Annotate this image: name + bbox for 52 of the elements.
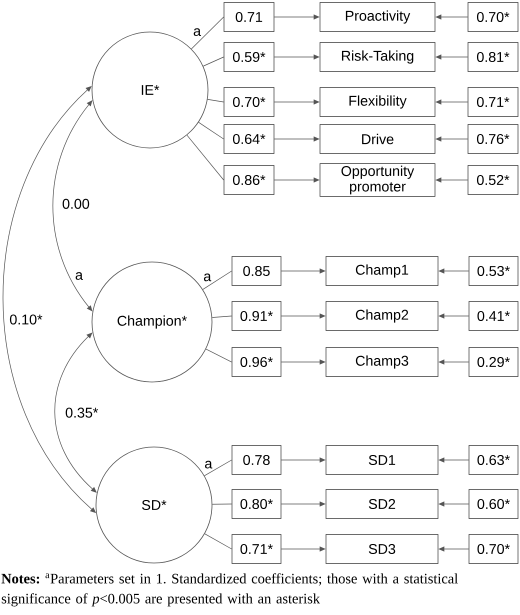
error-box: 0.71*: [468, 87, 518, 117]
path-line: [206, 348, 232, 362]
edge-label: 0.35*: [66, 408, 98, 418]
loading-box: 0.71*: [232, 534, 282, 564]
error-box: 0.41*: [468, 301, 518, 331]
note-mark: a: [76, 272, 83, 280]
loading-box: 0.59*: [224, 42, 274, 72]
error-box: 0.70*: [468, 2, 518, 32]
loading-box: 0.91*: [232, 301, 282, 331]
indicator-box: Champ2: [326, 301, 438, 331]
path-line: [204, 460, 232, 476]
indicator-box: Risk-Taking: [320, 42, 436, 72]
path-line: [212, 504, 232, 505]
path-line: [186, 134, 224, 180]
edge-label: a: [204, 274, 212, 282]
path-line: [212, 316, 232, 318]
loading-box: 0.80*: [232, 489, 282, 519]
edge-label: a: [205, 460, 212, 469]
loading-box: 0.70*: [224, 87, 274, 117]
path-line: [198, 122, 224, 140]
edge-label: 0.10*: [10, 314, 42, 325]
error-box: 0.63*: [468, 445, 518, 475]
indicator-box: Proactivity: [320, 2, 436, 32]
correlation-arrow: [54, 332, 97, 493]
loading-box: 0.71: [224, 2, 274, 32]
indicator-box: SD1: [326, 445, 438, 475]
error-box: 0.29*: [468, 347, 518, 377]
loading-box: 0.86*: [224, 165, 274, 195]
error-box: 0.81*: [468, 42, 518, 72]
indicator-box: Flexibility: [320, 87, 436, 117]
path-line: [202, 270, 232, 290]
path-line: [202, 56, 224, 66]
loading-box: 0.78: [232, 445, 282, 475]
error-box: 0.60*: [468, 489, 518, 519]
error-box: 0.52*: [468, 165, 518, 195]
indicator-box: SD3: [326, 534, 438, 564]
path-line: [191, 16, 224, 50]
indicator-box: Opportunity promoter: [320, 163, 436, 197]
loading-box: 0.85: [232, 256, 282, 286]
error-box: 0.76*: [468, 124, 518, 154]
indicator-box: SD2: [326, 489, 438, 519]
notes-text: Notes: $^{a}$Parameters set in 1. Standardized coefficients; those with a statistical significance of p<0.005 are presented with an asterisk: [1, 573, 458, 606]
indicator-box: Drive: [320, 124, 436, 154]
path-line: [207, 99, 224, 102]
path-line: [204, 533, 232, 550]
loading-box: 0.64*: [224, 124, 274, 154]
edge-label: 0.00: [62, 198, 90, 209]
loading-box: 0.96*: [232, 347, 282, 377]
indicator-box: Champ3: [326, 347, 438, 377]
error-box: 0.70*: [468, 534, 518, 564]
error-box: 0.53*: [468, 256, 518, 286]
indicator-box: Champ1: [326, 256, 438, 286]
